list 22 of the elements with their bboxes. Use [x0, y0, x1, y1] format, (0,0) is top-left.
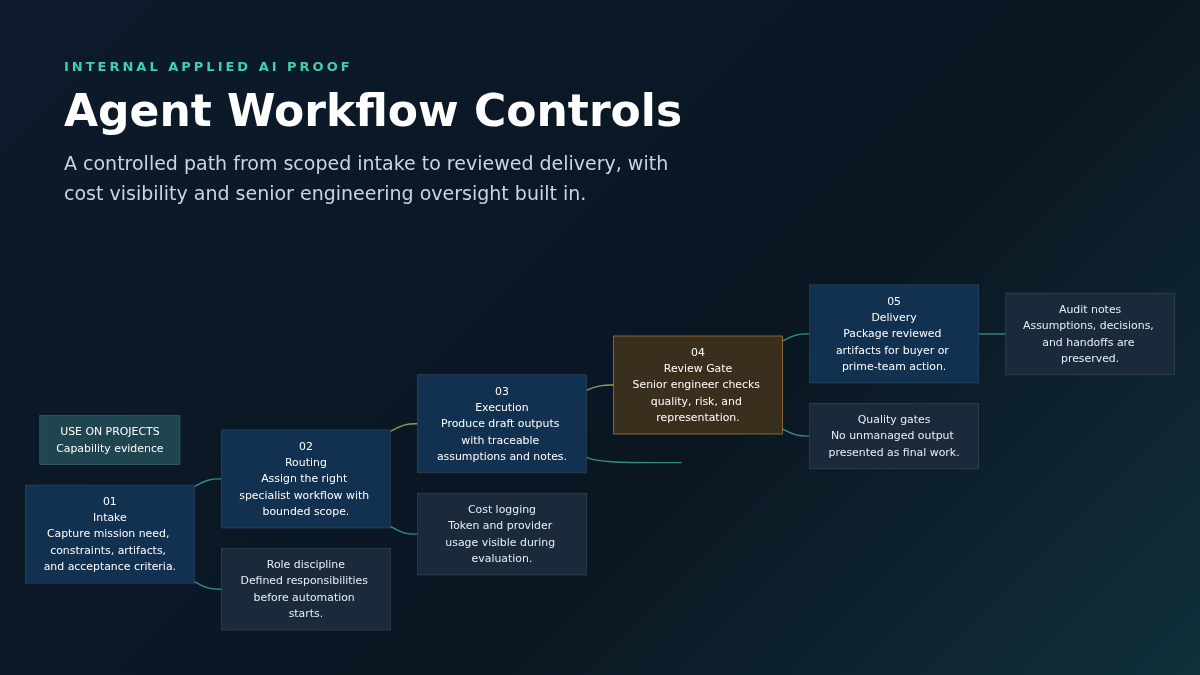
kicker-text: INTERNAL APPLIED AI PROOF [64, 59, 353, 74]
connector [585, 384, 615, 392]
subtitle-text: A controlled path from scoped intake to reviewed delivery, with cost visibility and senior engineering oversight built in. [64, 151, 670, 206]
connector [977, 333, 1007, 335]
node-box: Role discipline Defined responsibilities before automation starts. [221, 548, 391, 631]
connector [585, 456, 683, 464]
node-box: 02 Routing Assign the right specialist workflow with bounded scope. [221, 429, 391, 529]
node-box: 03 Execution Produce draft outputs with traceable assumptions and notes. [417, 374, 587, 474]
connector [193, 478, 223, 488]
node-box: 04 Review Gate Senior engineer checks quality, risk, and representation. [613, 335, 783, 435]
node-box: Cost logging Token and provider usage visible during evaluation. [417, 492, 587, 576]
connector [781, 428, 811, 437]
connector [389, 423, 419, 433]
connector [389, 525, 419, 535]
connector [781, 333, 811, 342]
title: Agent Workflow Controls [64, 85, 683, 136]
node-box: Audit notes Assumptions, decisions, and handoffs are preserved. [1005, 292, 1175, 376]
node-box: 05 Delivery Package reviewed artifacts for buyer or prime-team action. [809, 284, 979, 384]
node-box: Quality gates No unmanaged output presented as final work. [809, 403, 979, 470]
node-box: 01 Intake Capture mission need, constraints, artifacts, and acceptance criteria. [25, 484, 195, 584]
node-box: USE ON PROJECTS Capability evidence [39, 415, 181, 465]
connector [193, 580, 223, 590]
